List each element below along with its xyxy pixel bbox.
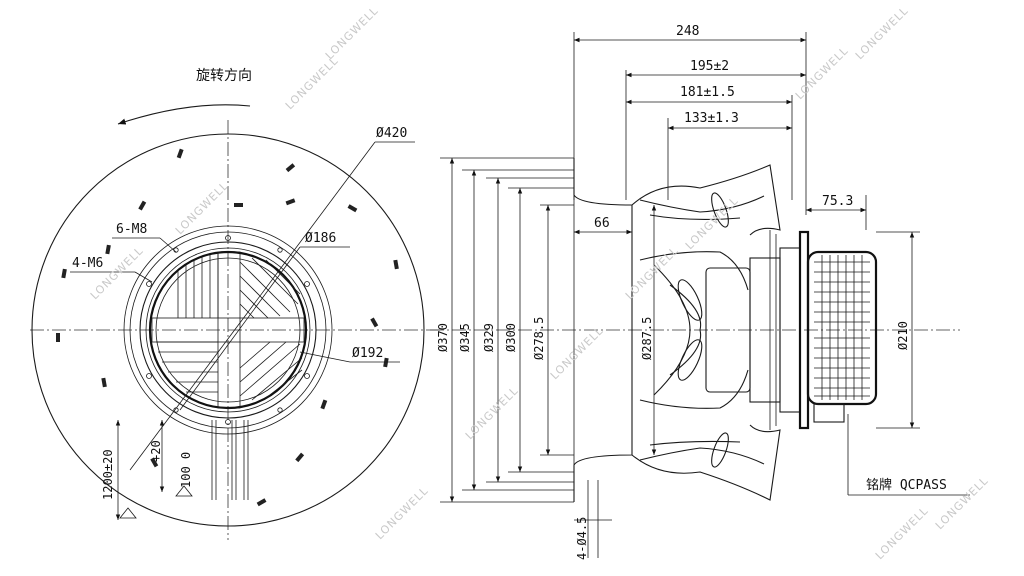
impeller-blades	[631, 164, 781, 501]
cable-strip-label: 100 0	[179, 452, 193, 488]
inlet-cone	[573, 158, 633, 502]
cable-bundle	[211, 420, 249, 500]
dim-420-label: Ø420	[376, 126, 407, 141]
dim-186-label: Ø186	[305, 231, 336, 246]
dim-75-label: 75.3	[822, 194, 853, 209]
cable-tol-label: +20	[149, 440, 163, 462]
dim-195-label: 195±2	[690, 59, 729, 74]
motor-body	[705, 230, 878, 430]
dim-329-label: Ø329	[482, 323, 496, 352]
dim-370-label: Ø370	[436, 323, 450, 352]
rotation-label: 旋转方向	[196, 68, 252, 84]
motor-fins	[151, 251, 305, 409]
dim-300-label: Ø300	[504, 323, 518, 352]
svg-text:LONGWELL: LONGWELL	[793, 44, 851, 102]
watermark-layer: LONGWELL LONGWELL LONGWELL LONGWELL LONG…	[88, 4, 991, 562]
svg-text:LONGWELL: LONGWELL	[463, 384, 521, 442]
svg-text:LONGWELL: LONGWELL	[853, 4, 911, 62]
blade-slots	[56, 148, 399, 507]
dim-2875-label: Ø287.5	[640, 317, 654, 360]
nameplate-label: 铭牌 QCPASS	[866, 477, 947, 493]
svg-text:LONGWELL: LONGWELL	[283, 54, 341, 112]
dim-192-label: Ø192	[352, 346, 383, 361]
cable-length-label: 1200±20	[101, 449, 115, 500]
dim-133-label: 133±1.3	[684, 111, 739, 126]
side-view: 248 195±2 181±1.5 133±1.3 75.3 66	[430, 24, 970, 560]
svg-text:LONGWELL: LONGWELL	[373, 484, 431, 542]
holes-m6-label: 4-M6	[72, 256, 103, 271]
dim-248-label: 248	[676, 24, 699, 39]
impeller-outer-circle	[31, 133, 425, 527]
dim-2785-label: Ø278.5	[532, 317, 546, 360]
front-view: 旋转方向 Ø420 Ø186 Ø192 6-M8 4-M6 1200±20 +2	[30, 68, 440, 540]
svg-text:LONGWELL: LONGWELL	[873, 504, 931, 562]
dim-66-label: 66	[594, 216, 610, 231]
dim-210-label: Ø210	[896, 321, 910, 350]
holes-m8-label: 6-M8	[116, 222, 147, 237]
dim-345-label: Ø345	[458, 323, 472, 352]
rotation-arrow	[117, 104, 251, 125]
svg-text:LONGWELL: LONGWELL	[323, 4, 381, 62]
dim-181-label: 181±1.5	[680, 85, 735, 100]
holes-bottom-label: 4-Ø4.5	[575, 517, 589, 560]
svg-text:LONGWELL: LONGWELL	[548, 324, 606, 382]
svg-text:LONGWELL: LONGWELL	[173, 179, 231, 237]
